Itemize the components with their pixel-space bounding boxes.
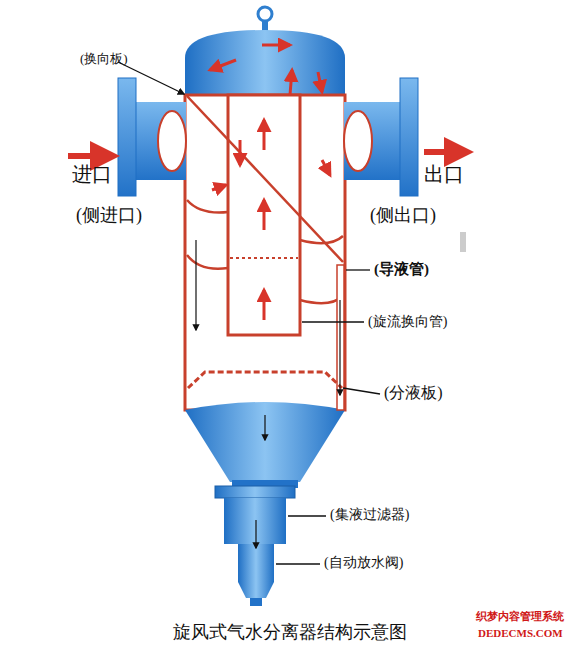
filter-and-valve [215, 415, 298, 606]
part-label: (侧进口) [76, 205, 142, 226]
drain-arrows [196, 240, 340, 395]
outlet-pipe [344, 78, 468, 196]
scroll-marker [460, 232, 466, 252]
part-label: (集液过滤器) [330, 507, 409, 523]
part-label: (导液管) [374, 261, 429, 278]
watermark: DEDECMS.COM [478, 627, 563, 640]
part-label: (分液板) [384, 384, 443, 402]
vessel-body [185, 95, 345, 410]
swirl-tube [228, 95, 300, 335]
top-dome [185, 30, 345, 95]
diagram-title: 旋风式气水分离器结构示意图 [173, 622, 407, 643]
part-label: (侧出口) [370, 205, 436, 226]
part-label: 进口 [72, 163, 112, 186]
liquid-pipe [337, 265, 344, 410]
spiral-plates [187, 200, 343, 303]
deflector-plate [187, 96, 343, 262]
leader-lines [118, 62, 380, 564]
bottom-cone [185, 402, 345, 482]
part-label: (换向板) [80, 52, 128, 67]
watermark: 织梦内容管理系统 [476, 610, 564, 623]
separator-plate [188, 372, 342, 388]
part-label: (旋流换向管) [368, 314, 447, 330]
flow-arrows [210, 45, 330, 320]
part-label: 出口 [424, 163, 464, 186]
lifting-eye [258, 7, 272, 32]
part-label: (自动放水阀) [324, 555, 403, 571]
inlet-pipe [68, 78, 186, 196]
